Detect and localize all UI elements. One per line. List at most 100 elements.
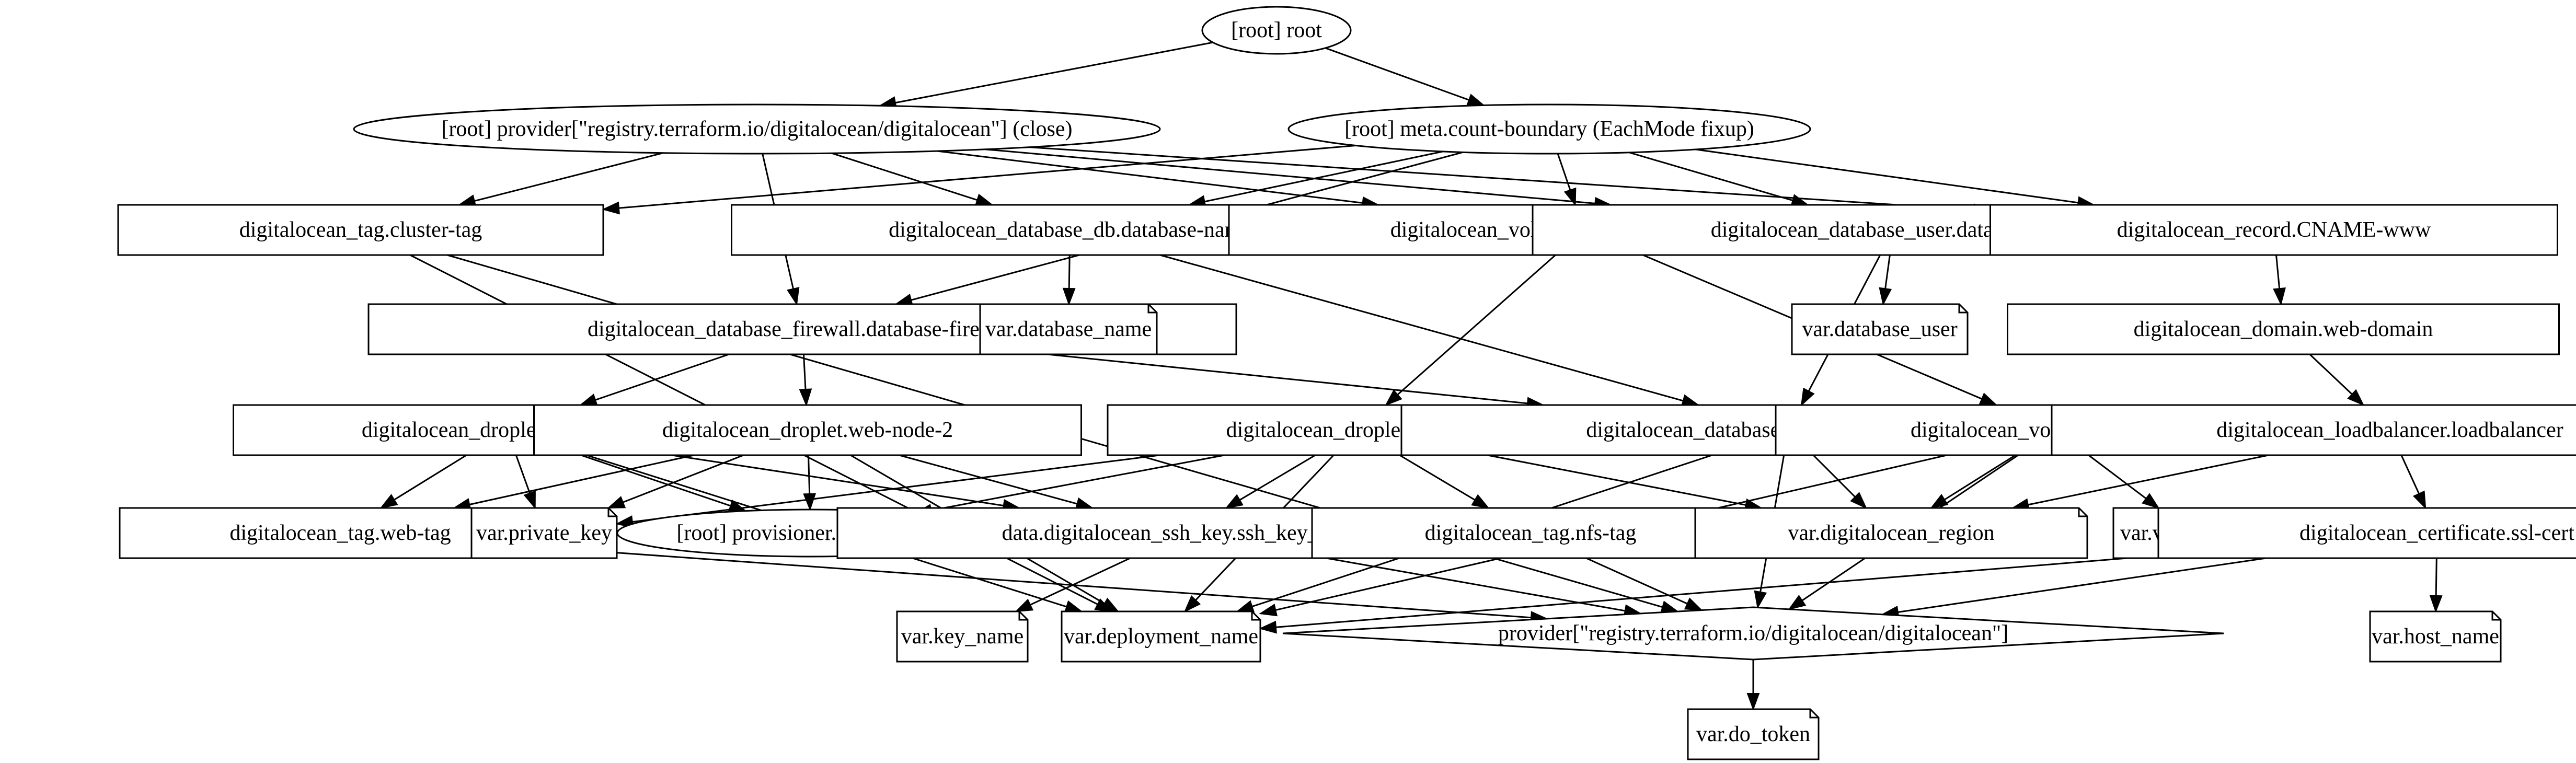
node-var-keyname: var.key_name (896, 610, 1029, 663)
node-label: var.deployment_name (1064, 625, 1258, 649)
edge-droplet2-to-var-pk (607, 454, 744, 509)
node-label: digitalocean_loadbalancer.loadbalancer (2216, 418, 2563, 442)
node-var-dbuser: var.database_user (1791, 303, 1969, 355)
edge-line (1695, 148, 2078, 204)
arrowhead-icon (1015, 598, 1034, 612)
arrowhead-icon (1754, 590, 1767, 609)
edge-db-db-to-var-dbname (1062, 255, 1076, 306)
box-shape (117, 204, 604, 256)
node-record: digitalocean_record.CNAME-www (1990, 204, 2558, 256)
arrowhead-icon (1563, 187, 1577, 206)
node-provider: provider["registry.terraform.io/digitalo… (1282, 606, 2224, 661)
edge-line (2400, 455, 2420, 494)
edge-droplet-nfs-to-var-region (1487, 454, 1763, 512)
node-label: [root] root (1231, 18, 1322, 42)
note-shape (1791, 303, 1969, 355)
node-label: var.key_name (901, 625, 1024, 649)
edge-droplet2-to-tag-web (452, 454, 694, 511)
edge-line (895, 41, 1213, 104)
edge-line (1399, 454, 1476, 501)
note-shape (1687, 708, 1820, 760)
edge-line (1629, 152, 1793, 202)
edge-root-to-meta-count (1325, 47, 1486, 106)
edge-droplet-nfs-to-ssh-key (1225, 454, 1316, 509)
arrowhead-icon (1259, 620, 1277, 634)
ellipse-shape (1287, 103, 1811, 155)
edge-db-fw-to-droplet1 (579, 353, 729, 406)
box-shape (533, 404, 1082, 456)
edge-line (1812, 454, 1856, 498)
arrowhead-icon (1684, 597, 1703, 611)
edge-vol-attach-to-droplet-nfs (1385, 254, 1556, 406)
edge-line (560, 548, 1532, 619)
edge-line (2275, 255, 2281, 289)
node-label: [root] provider["registry.terraform.io/d… (441, 117, 1072, 141)
arrowhead-icon (787, 287, 800, 306)
edge-line (930, 454, 1225, 512)
edge-line (1487, 454, 1746, 506)
edge-droplet1-to-var-pk (515, 455, 536, 510)
node-label: var.database_user (1802, 317, 1957, 341)
edge-line (1884, 255, 1891, 289)
edge-meta-count-to-record (1695, 148, 2096, 210)
edge-lb-to-var-region (2011, 454, 2269, 511)
edge-line (808, 455, 811, 494)
arrowhead-icon (380, 494, 398, 509)
edge-line (623, 454, 744, 503)
arrowhead-icon (799, 388, 812, 407)
edge-line (803, 354, 807, 390)
node-label: var.digitalocean_region (1788, 521, 1994, 545)
edge-line (394, 454, 467, 501)
edge-line (1159, 254, 1684, 402)
edge-db-fw-to-droplet2 (799, 354, 812, 407)
arrowhead-icon (1062, 287, 1076, 306)
node-label: digitalocean_database_db.database-name (889, 218, 1251, 242)
edge-db-user-to-var-dbuser (1879, 255, 1892, 306)
edge-line (595, 353, 729, 401)
arrowhead-icon (523, 490, 536, 510)
node-label: digitalocean_droplet.web-node-2 (662, 418, 953, 442)
edge-line (1326, 557, 1626, 612)
note-shape (979, 303, 1158, 355)
arrowhead-icon (1466, 94, 1486, 106)
edge-line (632, 454, 1160, 523)
edge-tag-nfs-to-provider (1585, 557, 1703, 611)
arrowhead-icon (974, 193, 994, 206)
edge-line (515, 455, 531, 494)
arrowhead-icon (1746, 693, 1760, 711)
edge-provider-to-var-token (1746, 660, 1760, 711)
edge-line (1047, 353, 1528, 404)
edge-line (937, 150, 1363, 204)
edge-line (899, 454, 1077, 505)
arrowhead-icon (1225, 494, 1244, 509)
edge-vol-nfs-to-var-volsize (2088, 454, 2160, 509)
node-var-token: var.do_token (1687, 708, 1820, 760)
arrowhead-icon (2347, 389, 2365, 406)
edge-meta-count-to-vol-attach (1557, 153, 1577, 206)
ellipse-shape (353, 103, 1161, 155)
arrowhead-icon (1979, 392, 1998, 406)
box-shape (2157, 507, 2576, 559)
node-ssl: digitalocean_certificate.ssl-cert (2157, 507, 2576, 559)
arrowhead-icon (607, 496, 626, 509)
node-root: [root] root (1201, 6, 1352, 55)
arrowhead-icon (1800, 387, 1815, 407)
ellipse-shape (1201, 6, 1352, 55)
node-var-hostname: var.host_name (2369, 610, 2502, 663)
edge-line (1204, 151, 1443, 203)
node-label: digitalocean_tag.cluster-tag (239, 218, 482, 242)
edge-line (618, 145, 1356, 209)
box-shape (1311, 507, 1750, 559)
edge-line (1557, 153, 1571, 191)
arrowhead-icon (1100, 597, 1120, 612)
node-label: var.host_name (2372, 625, 2499, 649)
note-shape (896, 610, 1029, 663)
arrowhead-icon (1850, 492, 1868, 510)
edge-tag-web-to-provider (560, 548, 1548, 625)
edge-line (1325, 47, 1469, 101)
arrowhead-icon (1385, 389, 1402, 406)
edge-line (831, 152, 978, 201)
edge-vol-nfs-to-var-region (1930, 454, 2016, 509)
edge-root-to-prov-close (878, 41, 1213, 109)
